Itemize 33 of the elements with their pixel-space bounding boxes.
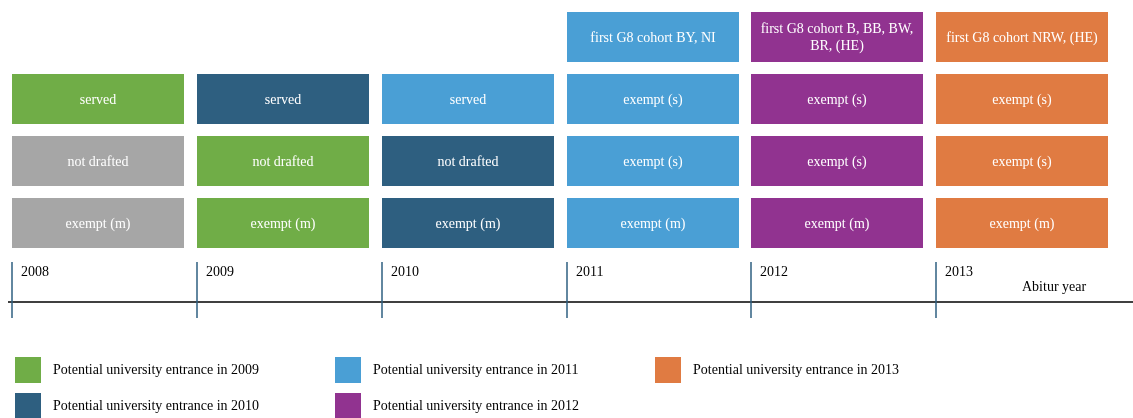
status-box: exempt (m) bbox=[197, 198, 369, 248]
status-box: exempt (m) bbox=[751, 198, 923, 248]
legend-label: Potential university entrance in 2012 bbox=[373, 398, 580, 414]
status-box: first G8 cohort B, BB, BW, BR, (HE) bbox=[751, 12, 923, 62]
status-box: exempt (s) bbox=[751, 136, 923, 186]
status-box: first G8 cohort BY, NI bbox=[567, 12, 739, 62]
legend-label: Potential university entrance in 2010 bbox=[53, 398, 260, 414]
status-box: exempt (s) bbox=[936, 136, 1108, 186]
legend-label: Potential university entrance in 2013 bbox=[693, 362, 900, 378]
status-box: not drafted bbox=[12, 136, 184, 186]
status-box: exempt (s) bbox=[567, 74, 739, 124]
year-label: 2013 bbox=[945, 264, 973, 280]
status-box: exempt (s) bbox=[751, 74, 923, 124]
status-box: served bbox=[382, 74, 554, 124]
status-box: exempt (s) bbox=[567, 136, 739, 186]
axis-title: Abitur year bbox=[1022, 279, 1087, 295]
year-label: 2008 bbox=[21, 264, 49, 280]
status-box: served bbox=[12, 74, 184, 124]
year-label: 2011 bbox=[576, 264, 604, 280]
status-box: not drafted bbox=[382, 136, 554, 186]
status-box: exempt (m) bbox=[936, 198, 1108, 248]
status-box: first G8 cohort NRW, (HE) bbox=[936, 12, 1108, 62]
year-label: 2012 bbox=[760, 264, 788, 280]
status-box: exempt (m) bbox=[567, 198, 739, 248]
year-label: 2010 bbox=[391, 264, 419, 280]
year-label: 2009 bbox=[206, 264, 234, 280]
legend-label: Potential university entrance in 2011 bbox=[373, 362, 579, 378]
status-box: exempt (s) bbox=[936, 74, 1108, 124]
status-box: exempt (m) bbox=[12, 198, 184, 248]
status-box: served bbox=[197, 74, 369, 124]
legend-label: Potential university entrance in 2009 bbox=[53, 362, 260, 378]
status-box: exempt (m) bbox=[382, 198, 554, 248]
status-box: not drafted bbox=[197, 136, 369, 186]
